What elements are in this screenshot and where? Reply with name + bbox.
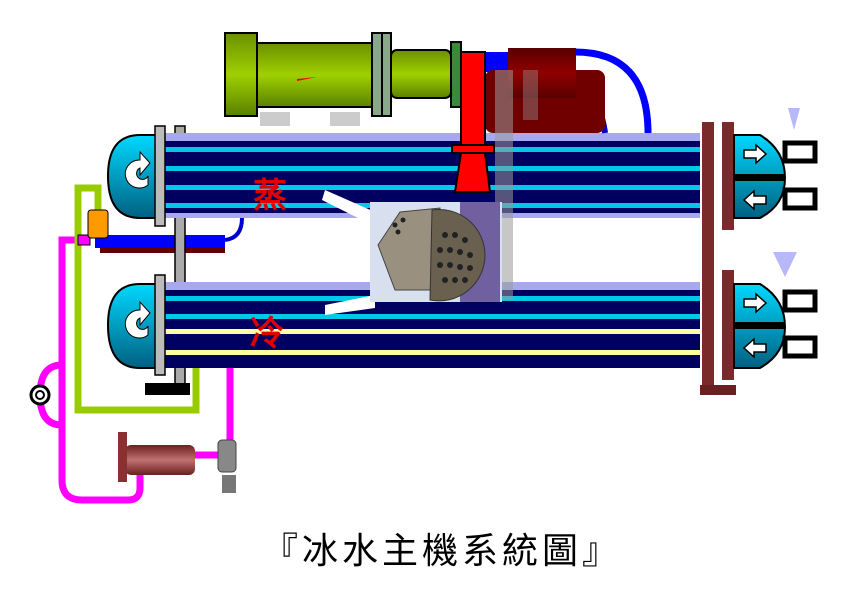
- right-end-plates: [700, 122, 736, 395]
- suction-pipe: [574, 48, 652, 134]
- condenser-label: 冷: [250, 314, 284, 354]
- liquid-line: [95, 235, 225, 248]
- flow-return-icon: [124, 150, 151, 189]
- condenser-water-box: [733, 252, 818, 369]
- expansion-valve-icon: [29, 384, 51, 406]
- evaporator-cutaway-photo: [322, 190, 502, 315]
- pump: [118, 432, 237, 493]
- discharge-pipe: [451, 51, 495, 193]
- float-valve: [87, 209, 109, 239]
- flow-return-icon: [124, 300, 151, 339]
- evaporator-water-box: [733, 108, 818, 219]
- motor: [508, 48, 576, 98]
- compressor: [224, 32, 462, 126]
- evaporator-label: 蒸: [253, 176, 287, 216]
- diagram-caption: 『冰水主機系統圖』: [262, 531, 623, 572]
- water-loop-pipe: [74, 184, 200, 414]
